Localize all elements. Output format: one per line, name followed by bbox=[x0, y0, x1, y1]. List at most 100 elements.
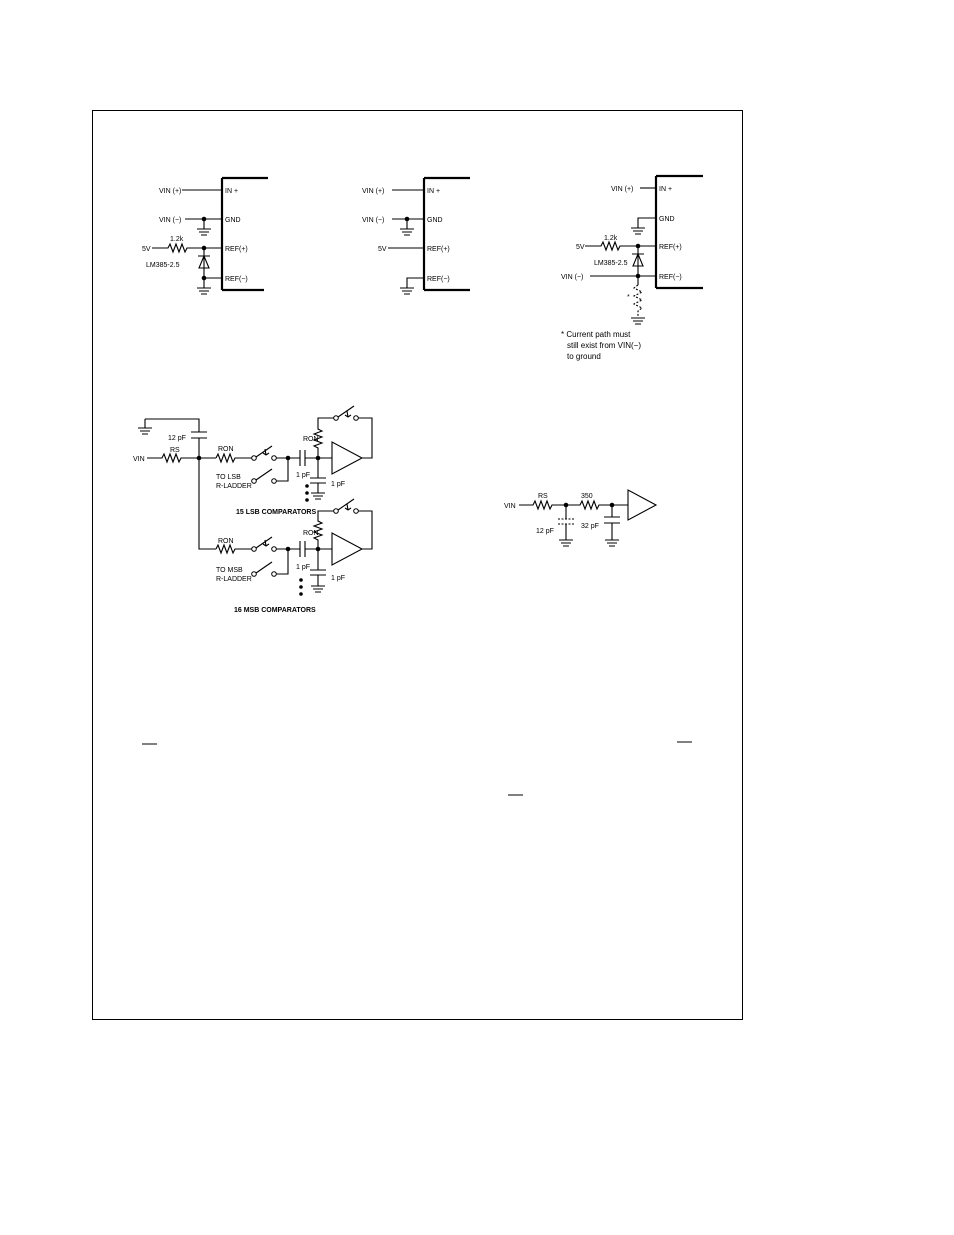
figure-ratiometric-reference: VIN (+) VIN (−) 5V 1.2k LM385-2.5 IN + G… bbox=[142, 176, 268, 295]
switch-blade bbox=[337, 498, 355, 511]
switch-contact bbox=[353, 508, 359, 514]
vin-minus-label: VIN (−) bbox=[159, 217, 181, 224]
switch-blade bbox=[255, 536, 273, 549]
resistor-1-2k bbox=[585, 240, 656, 252]
resistor-ron-feedback bbox=[312, 510, 334, 549]
asterisk-mark: * bbox=[627, 294, 630, 301]
pin-gnd: GND bbox=[225, 217, 241, 224]
switch-arrow bbox=[262, 448, 270, 456]
wire-gnd bbox=[631, 217, 656, 235]
ellipsis-dot bbox=[305, 498, 309, 502]
cap-1pf-series bbox=[276, 541, 332, 557]
pin-ref-minus: REF(−) bbox=[225, 276, 248, 283]
cap-1pf-series bbox=[276, 450, 332, 466]
switch-contact bbox=[251, 478, 257, 484]
ground-symbol bbox=[631, 317, 645, 325]
r350-label: 350 bbox=[581, 493, 593, 500]
junction-dot bbox=[201, 216, 207, 222]
feedback-wire bbox=[358, 417, 373, 459]
msb-comparators-caption: 16 MSB COMPARATORS bbox=[234, 607, 316, 614]
rs-label: RS bbox=[170, 447, 180, 454]
resistor-label: 1.2k bbox=[604, 235, 618, 242]
pin-ref-plus: REF(+) bbox=[225, 246, 248, 253]
junction-dot bbox=[563, 502, 569, 508]
pin-in-plus: IN + bbox=[427, 188, 440, 195]
switch-contact bbox=[271, 478, 277, 484]
switch-contact bbox=[333, 508, 339, 514]
junction-dot bbox=[404, 216, 410, 222]
msb-ladder-label: R-LADDER bbox=[216, 576, 252, 583]
switch-arrow bbox=[344, 503, 352, 511]
pin-ref-minus: REF(−) bbox=[659, 274, 682, 281]
vin-label: VIN bbox=[504, 503, 516, 510]
lsb-ladder-label: R-LADDER bbox=[216, 483, 252, 490]
ic-outline bbox=[654, 174, 703, 290]
msb-ladder-label: TO MSB bbox=[216, 567, 243, 574]
cap-1pf-shunt bbox=[310, 458, 326, 500]
switch-blade bbox=[255, 445, 273, 458]
switch-contact bbox=[271, 455, 277, 461]
resistor-label: 1.2k bbox=[170, 236, 184, 243]
resistor-ron-feedback bbox=[312, 417, 334, 458]
wire-ladder-lsb bbox=[276, 458, 289, 482]
feedback-wire bbox=[358, 510, 373, 550]
vin-plus-label: VIN (+) bbox=[362, 188, 384, 195]
vin-minus-label: VIN (−) bbox=[561, 274, 583, 281]
zener-diode bbox=[632, 246, 644, 276]
ic-outline bbox=[220, 176, 268, 292]
cap-32pf bbox=[604, 505, 620, 547]
supply-label: 5V bbox=[378, 246, 387, 253]
wire-ladder-msb bbox=[276, 549, 289, 575]
junction-dot bbox=[635, 273, 641, 279]
comparator-triangle bbox=[331, 441, 364, 475]
switch-contact bbox=[271, 571, 277, 577]
vin-plus-label: VIN (+) bbox=[611, 186, 633, 193]
figure-differential-input: VIN (+) VIN (−) 5V 1.2k LM385-2.5 IN + G… bbox=[561, 174, 703, 361]
cap-12pf-label: 12 pF bbox=[168, 435, 186, 442]
ron-label: RON bbox=[218, 538, 234, 545]
pin-ref-plus: REF(+) bbox=[427, 246, 450, 253]
cap-32pf-label: 32 pF bbox=[581, 523, 599, 530]
vin-plus-label: VIN (+) bbox=[159, 188, 181, 195]
supply-label: 5V bbox=[576, 244, 585, 251]
comparator-triangle bbox=[331, 532, 364, 566]
cap-1pf-shunt bbox=[310, 549, 326, 593]
switch-contact bbox=[251, 455, 257, 461]
cap-1pf-label: 1 pF bbox=[296, 472, 310, 479]
wire-gnd bbox=[185, 218, 222, 236]
switch-contact bbox=[271, 546, 277, 552]
figure-comparator-input-model: 12 pF RS VIN RON RON 1 pF 1 pF TO LSB R-… bbox=[133, 405, 373, 614]
cap-12pf-stray bbox=[558, 518, 574, 525]
switch-arrow bbox=[344, 410, 352, 418]
bus-to-msb bbox=[198, 458, 216, 550]
switch-contact bbox=[353, 415, 359, 421]
note-line-1: * Current path must bbox=[561, 330, 631, 339]
vin-label: VIN bbox=[133, 456, 145, 463]
supply-label: 5V bbox=[142, 246, 151, 253]
junction-dot bbox=[201, 245, 207, 251]
switch-blade bbox=[255, 561, 273, 574]
resistor-ron-msb bbox=[215, 543, 252, 555]
lsb-comparators-caption: 15 LSB COMPARATORS bbox=[236, 509, 316, 516]
pin-gnd: GND bbox=[659, 216, 675, 223]
ic-outline bbox=[422, 176, 470, 292]
wire-ref-minus bbox=[400, 277, 424, 295]
junction-dot bbox=[609, 502, 615, 508]
ellipsis-dot bbox=[305, 491, 309, 495]
pin-in-plus: IN + bbox=[659, 186, 672, 193]
switch-contact bbox=[333, 415, 339, 421]
cap-1pf-label: 1 pF bbox=[331, 575, 345, 582]
comparator-triangle bbox=[627, 489, 658, 521]
current-path-resistor bbox=[632, 284, 644, 318]
ron-label: RON bbox=[303, 436, 319, 443]
note-line-2: still exist from VIN(−) bbox=[567, 341, 641, 350]
figure-input-equivalent: VIN RS 350 12 pF 32 pF bbox=[504, 489, 658, 547]
ground-symbol bbox=[559, 524, 573, 547]
resistor-1-2k bbox=[152, 242, 222, 254]
cap-1pf-label: 1 pF bbox=[331, 481, 345, 488]
lsb-ladder-label: TO LSB bbox=[216, 474, 241, 481]
ellipsis-dot bbox=[299, 585, 303, 589]
junction-dot bbox=[201, 275, 207, 281]
note-line-3: to ground bbox=[567, 352, 601, 361]
